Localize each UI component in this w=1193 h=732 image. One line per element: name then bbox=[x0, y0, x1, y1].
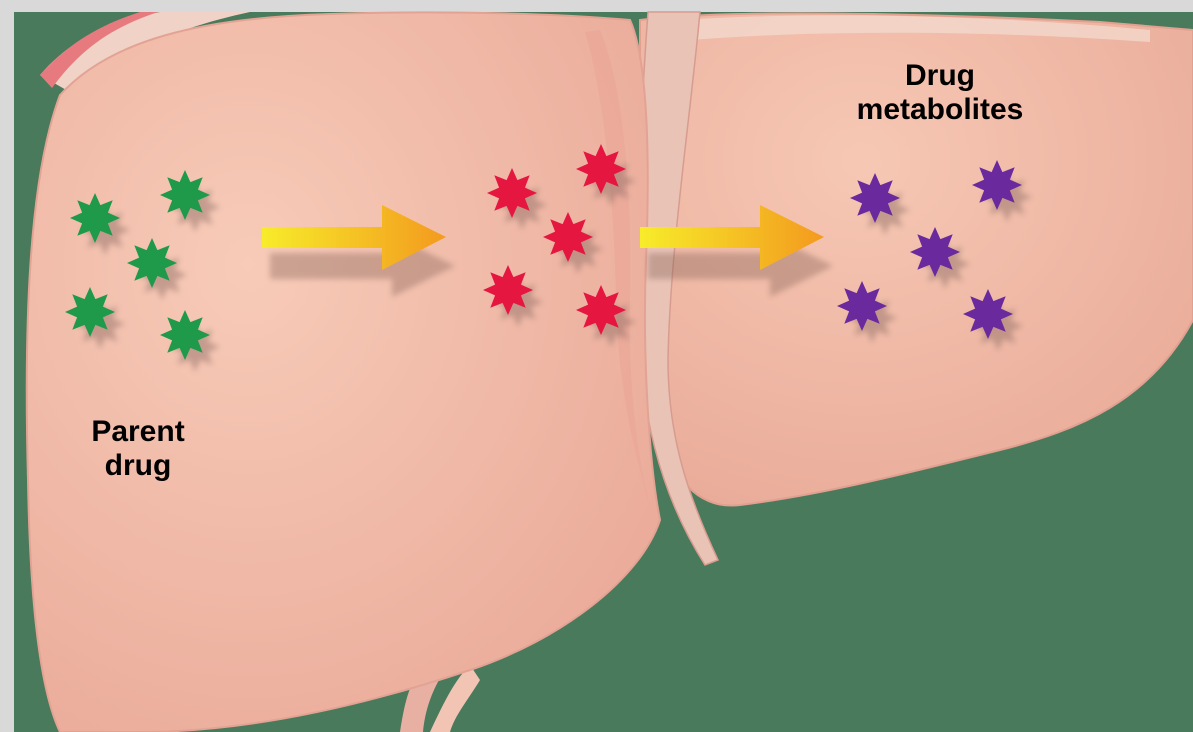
metabolite-molecule-1 bbox=[850, 173, 900, 223]
metabolite-molecule-2 bbox=[972, 160, 1022, 210]
parent-drug-label-line2: drug bbox=[58, 449, 218, 483]
metabolite-molecule-5 bbox=[963, 289, 1013, 339]
drug-metabolites-label-line1: Drug bbox=[810, 59, 1070, 93]
parent-drug-molecule-5 bbox=[160, 310, 210, 360]
metabolite-molecule-4 bbox=[837, 281, 887, 331]
liver-left-lobe bbox=[27, 12, 660, 732]
metabolite-molecule-3 bbox=[910, 227, 960, 277]
drug-metabolites-label-line2: metabolites bbox=[810, 93, 1070, 127]
intermediate-molecule-3 bbox=[543, 212, 593, 262]
parent-drug-molecule-1 bbox=[70, 193, 120, 243]
parent-drug-molecule-3 bbox=[127, 238, 177, 288]
intermediate-molecule-5 bbox=[576, 285, 626, 335]
parent-drug-molecule-4 bbox=[65, 287, 115, 337]
intermediate-molecule-4 bbox=[483, 265, 533, 315]
parent-drug-label-line1: Parent bbox=[58, 415, 218, 449]
intermediate-molecule-1 bbox=[487, 168, 537, 218]
intermediate-molecule-2 bbox=[576, 144, 626, 194]
parent-drug-molecule-2 bbox=[160, 170, 210, 220]
parent-drug-label: Parent drug bbox=[58, 415, 218, 483]
drug-metabolites-label: Drug metabolites bbox=[810, 59, 1070, 127]
